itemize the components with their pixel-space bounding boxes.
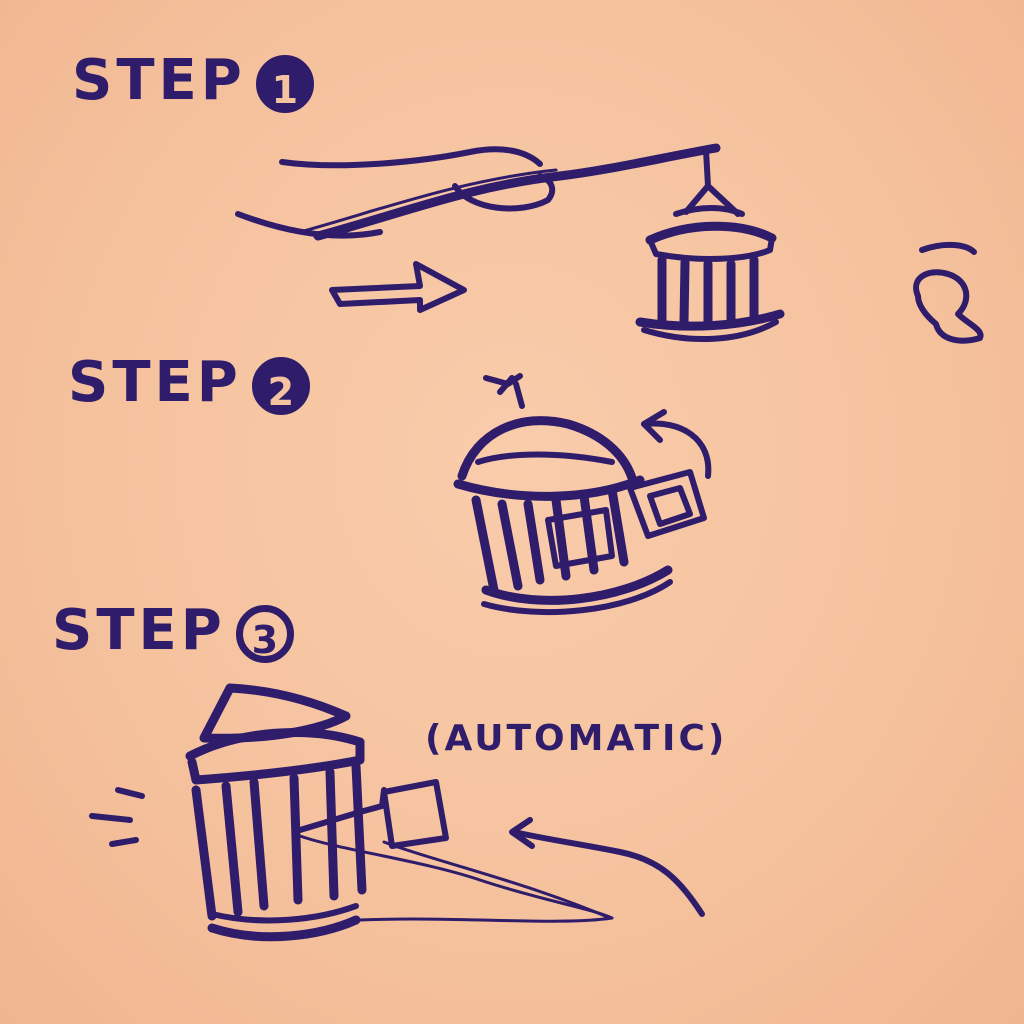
tilted-cage-icon (453, 373, 707, 616)
automatic-note: (AUTOMATIC) (425, 718, 728, 759)
step-2-word: STEP (68, 350, 242, 415)
step-2-number: 2 (251, 356, 310, 415)
hanging-cage-icon (635, 147, 785, 343)
motion-lines (89, 787, 145, 847)
step-3-word: STEP (52, 598, 226, 663)
rotate-arrow-icon (641, 409, 712, 479)
right-arrow-icon (329, 261, 467, 313)
cage-with-tube-icon (185, 683, 614, 942)
step-1-number: 1 (255, 54, 314, 113)
step-1-word: STEP (72, 48, 246, 113)
bird-icon (913, 242, 984, 344)
hand-with-stick (235, 143, 721, 241)
step-3-number: 3 (235, 604, 294, 663)
inward-arrow-icon (509, 817, 705, 917)
